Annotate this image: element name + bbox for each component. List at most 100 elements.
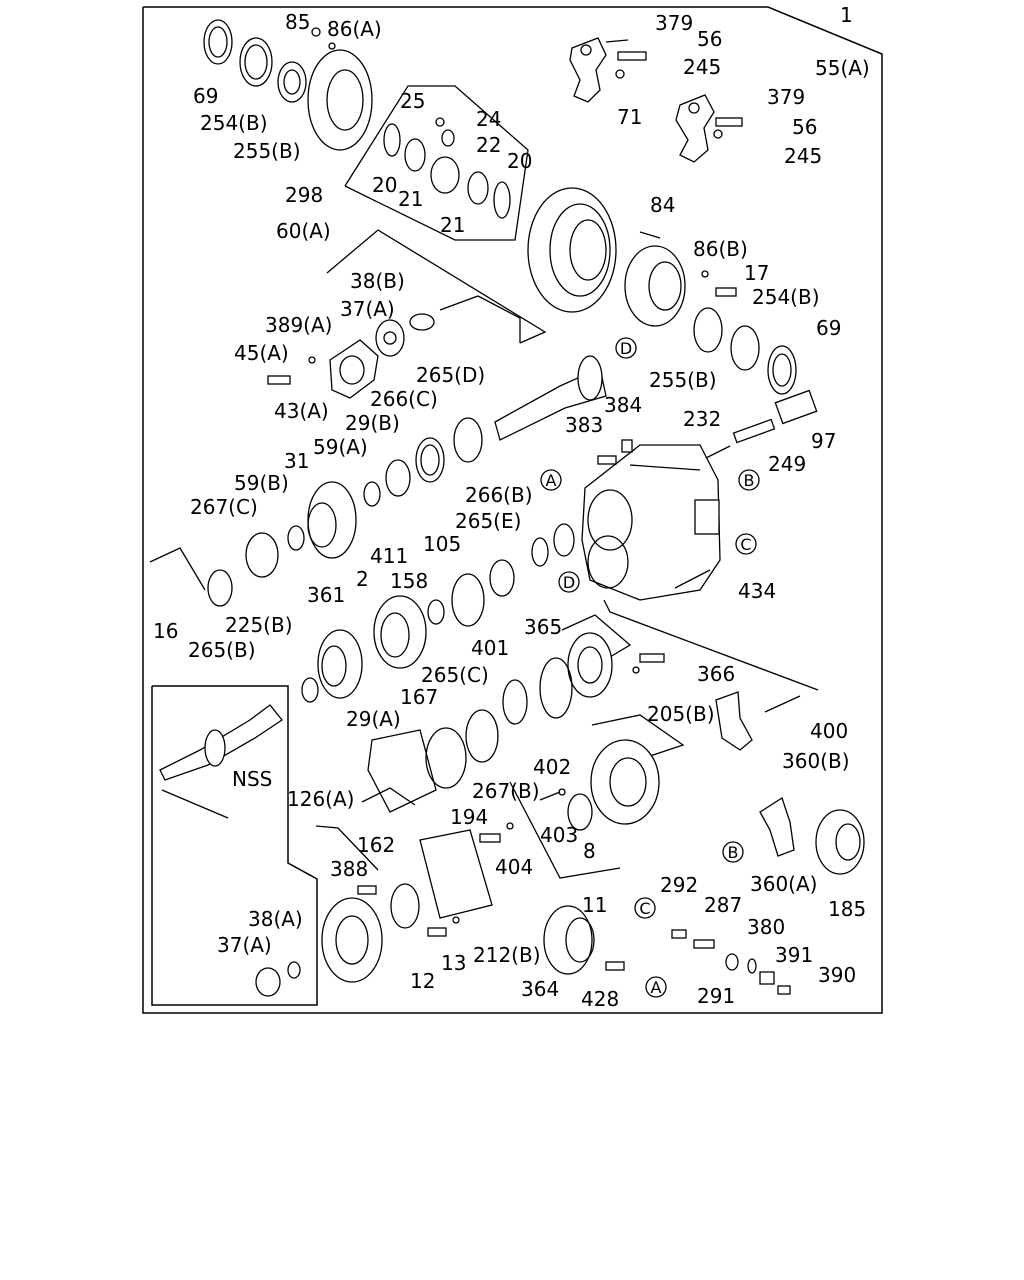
ref-marker-circle [738,469,760,491]
callout-255bb: 255(B) [649,368,717,392]
callout-212b: 212(B) [473,943,541,967]
parts-artwork [149,19,865,997]
callout-126a: 126(A) [287,787,354,811]
ref-marker-c2: C [634,897,656,919]
callout-291: 291 [697,984,735,1008]
callout-390: 390 [818,963,856,987]
callout-287: 287 [704,893,742,917]
callout-8: 8 [583,839,596,863]
callout-84: 84 [650,193,675,217]
callout-24: 24 [476,107,501,131]
callout-434: 434 [738,579,776,603]
callout-31: 31 [284,449,309,473]
callout-205b: 205(B) [647,702,715,726]
callout-105: 105 [423,532,461,556]
callout-43a: 43(A) [274,399,329,423]
ref-marker-circle [634,897,656,919]
callout-185: 185 [828,897,866,921]
ref-marker-circle [540,469,562,491]
ref-marker-letter: B [744,471,755,490]
callout-158: 158 [390,569,428,593]
ref-marker-letter: A [546,471,557,490]
ref-marker-circle [722,841,744,863]
ref-marker-letter: A [651,978,662,997]
callout-400: 400 [810,719,848,743]
callout-391: 391 [775,943,813,967]
callout-nss: NSS [232,767,272,791]
ref-marker-letter: B [728,843,739,862]
bracket-upper [569,37,647,103]
callout-29a: 29(A) [346,707,401,731]
callout-388: 388 [330,857,368,881]
callout-45a: 45(A) [234,341,289,365]
callout-37a: 37(A) [340,297,395,321]
callout-56b: 56 [792,115,817,139]
callout-360b: 360(B) [782,749,850,773]
callout-401: 401 [471,636,509,660]
ref-marker-circle [558,571,580,593]
ref-marker-d1: D [615,337,637,359]
inset-frame [151,685,318,1006]
ref-marker-letter: C [639,899,650,918]
ref-marker-a2: A [645,976,667,998]
callout-20a: 20 [372,173,397,197]
callout-360a: 360(A) [750,872,817,896]
callout-21a: 21 [398,187,423,211]
bracket-lower [675,94,743,163]
callout-86b: 86(B) [693,237,748,261]
callout-71: 71 [617,105,642,129]
callout-389a: 389(A) [265,313,332,337]
callout-255ba: 255(B) [233,139,301,163]
callout-298: 298 [285,183,323,207]
callout-383: 383 [565,413,603,437]
callout-37a2: 37(A) [217,933,272,957]
callout-12: 12 [410,969,435,993]
callout-194: 194 [450,805,488,829]
callout-267b: 267(B) [472,779,540,803]
ref-marker-letter: C [740,535,751,554]
ref-marker-circle [645,976,667,998]
callout-266b: 266(B) [465,483,533,507]
ref-marker-c1: C [735,533,757,555]
callout-402: 402 [533,755,571,779]
callout-292: 292 [660,873,698,897]
ref-marker-circle [735,533,757,555]
callout-265c: 265(C) [421,663,489,687]
callout-254bb: 254(B) [752,285,820,309]
callout-411: 411 [370,544,408,568]
callout-60a: 60(A) [276,219,331,243]
ref-marker-a1: A [540,469,562,491]
callout-1: 1 [840,3,853,27]
callout-225b: 225(B) [225,613,293,637]
callout-69a: 69 [193,84,218,108]
ref-marker-letter: D [563,573,575,592]
callout-2: 2 [356,567,369,591]
callout-21b: 21 [440,213,465,237]
callout-86a: 86(A) [327,17,382,41]
callout-379b: 379 [767,85,805,109]
callout-162: 162 [357,833,395,857]
callout-245a: 245 [683,55,721,79]
callout-403: 403 [540,823,578,847]
callout-85: 85 [285,10,310,34]
callout-404: 404 [495,855,533,879]
ref-marker-circle [615,337,637,359]
callout-167: 167 [400,685,438,709]
callout-55a: 55(A) [815,56,870,80]
ref-marker-b2: B [722,841,744,863]
callout-254ba: 254(B) [200,111,268,135]
callout-59b: 59(B) [234,471,289,495]
callout-265d: 265(D) [416,363,485,387]
callout-265e: 265(E) [455,509,521,533]
callout-365: 365 [524,615,562,639]
callout-25: 25 [400,89,425,113]
callout-366: 366 [697,662,735,686]
callout-20b: 20 [507,149,532,173]
ref-marker-d2: D [558,571,580,593]
callout-245b: 245 [784,144,822,168]
callout-56a: 56 [697,27,722,51]
callout-29b: 29(B) [345,411,400,435]
callout-38b: 38(B) [350,269,405,293]
